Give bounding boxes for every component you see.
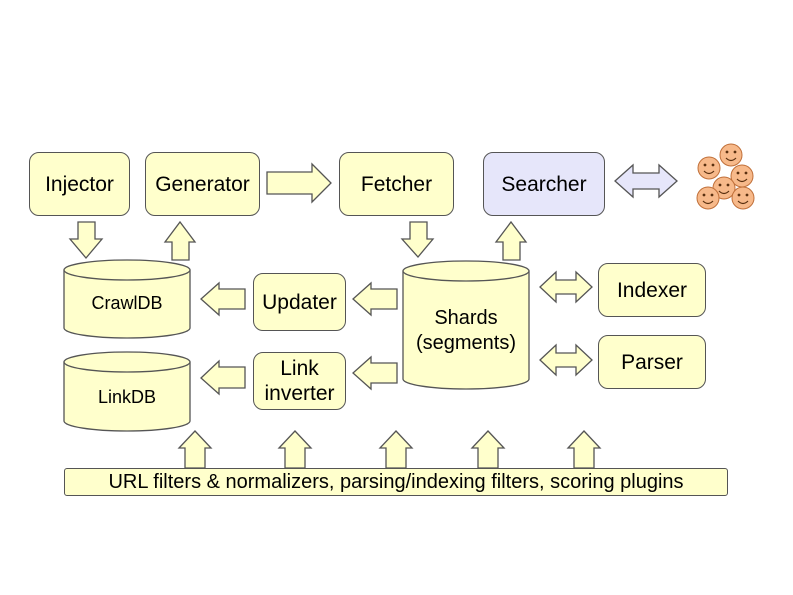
shards-cylinder [402,260,530,390]
arrow-shards-to-searcher [494,220,528,261]
arrow-searcher-users-bidirectional [614,163,678,199]
arrow-plugins-to-linkdb [177,430,213,469]
fetcher-label: Fetcher [360,172,433,196]
arrow-plugins-to-linkinverter [277,430,313,469]
arrow-shards-to-linkinverter [352,355,398,391]
smiley-face-icon [697,156,721,180]
plugins-bar: URL filters & normalizers, parsing/index… [64,468,728,496]
arrow-shards-parser-bidirectional [539,343,593,377]
indexer-label: Indexer [616,278,688,302]
shards-label: Shards (segments) [415,307,517,354]
link-inverter-box: Link inverter [253,352,346,410]
arrow-generator-to-fetcher [266,162,332,204]
arrow-linkinverter-to-linkdb [200,359,246,396]
arrow-crawldb-to-generator [163,220,197,261]
smiley-face-icon [696,186,720,210]
arrow-injector-to-crawldb [68,221,104,260]
linkdb-cylinder [63,351,191,432]
arrow-updater-to-crawldb [200,281,246,317]
fetcher-box: Fetcher [339,152,454,216]
injector-label: Injector [45,172,114,196]
searcher-label: Searcher [501,172,587,196]
linkdb-label: LinkDB [97,387,157,407]
indexer-box: Indexer [598,263,706,317]
generator-box: Generator [145,152,260,216]
parser-label: Parser [621,350,683,374]
updater-box: Updater [253,273,346,331]
smiley-face-icon [731,186,755,210]
arrow-plugins-to-shards [378,430,414,469]
arrow-shards-indexer-bidirectional [539,270,593,304]
generator-label: Generator [155,172,250,196]
arrow-fetcher-to-shards [400,221,435,258]
smiley-faces-group-icon [696,143,755,210]
searcher-box: Searcher [483,152,605,216]
arrow-shards-to-updater [352,281,398,317]
parser-box: Parser [598,335,706,389]
link-inverter-label: Link inverter [264,357,335,405]
arrow-plugins-to-parser [566,430,602,469]
plugins-bar-label: URL filters & normalizers, parsing/index… [108,470,684,493]
injector-box: Injector [29,152,130,216]
arrow-plugins-to-shards-2 [470,430,506,469]
smiley-face-icon [719,143,743,167]
crawldb-label: CrawlDB [91,293,163,313]
crawldb-cylinder [63,259,191,339]
updater-label: Updater [262,290,337,314]
